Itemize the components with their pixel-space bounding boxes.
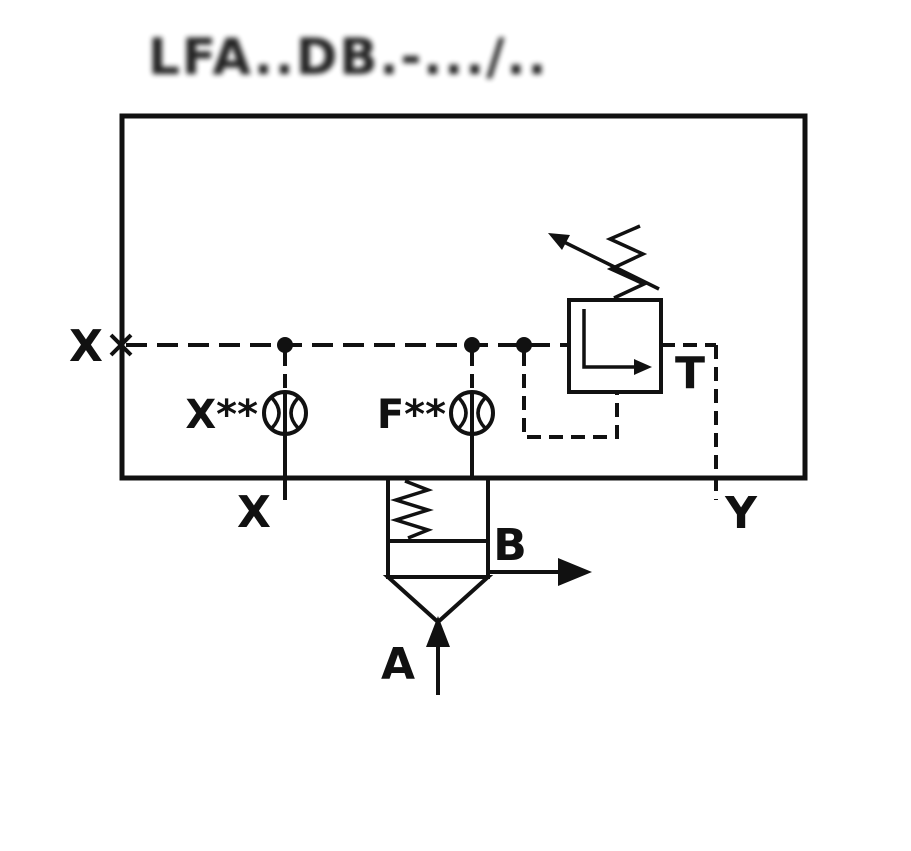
- orifice-x-arc: [289, 396, 300, 430]
- port-y-label: Y: [724, 488, 758, 539]
- port-x-bottom-label: X: [237, 487, 271, 538]
- orifice-x-arc: [270, 396, 281, 430]
- junction-dot: [516, 337, 532, 353]
- port-x-left-label: X: [69, 321, 103, 372]
- cartridge-body: [386, 476, 490, 579]
- poppet-seat: [382, 575, 494, 625]
- diagram-title: LFA..DB.-.../..: [148, 28, 548, 86]
- port-b-label: B: [493, 520, 527, 571]
- relief-valve-flowpath: [582, 309, 634, 369]
- relief-valve-flow-arrowhead: [634, 359, 652, 375]
- relief-valve-spring: [605, 224, 649, 300]
- port-b-arrowhead: [558, 558, 592, 586]
- cartridge-spring: [390, 479, 434, 540]
- orifice-x-label: X**: [185, 392, 258, 438]
- junction-dot: [277, 337, 293, 353]
- junction-dot: [464, 337, 480, 353]
- adjustability-arrow-shaft: [563, 240, 660, 291]
- orifice-f-arc: [476, 396, 487, 430]
- port-t-label: T: [675, 348, 705, 399]
- relief-pilot-loop: [522, 352, 619, 439]
- adjustability-arrow-head: [548, 233, 570, 250]
- port-a-label: A: [381, 639, 415, 690]
- port-a-arrowhead: [426, 616, 450, 647]
- orifice-f-arc: [457, 396, 468, 430]
- orifice-f-label: F**: [377, 392, 446, 438]
- port-x-plug-mark: [109, 333, 133, 357]
